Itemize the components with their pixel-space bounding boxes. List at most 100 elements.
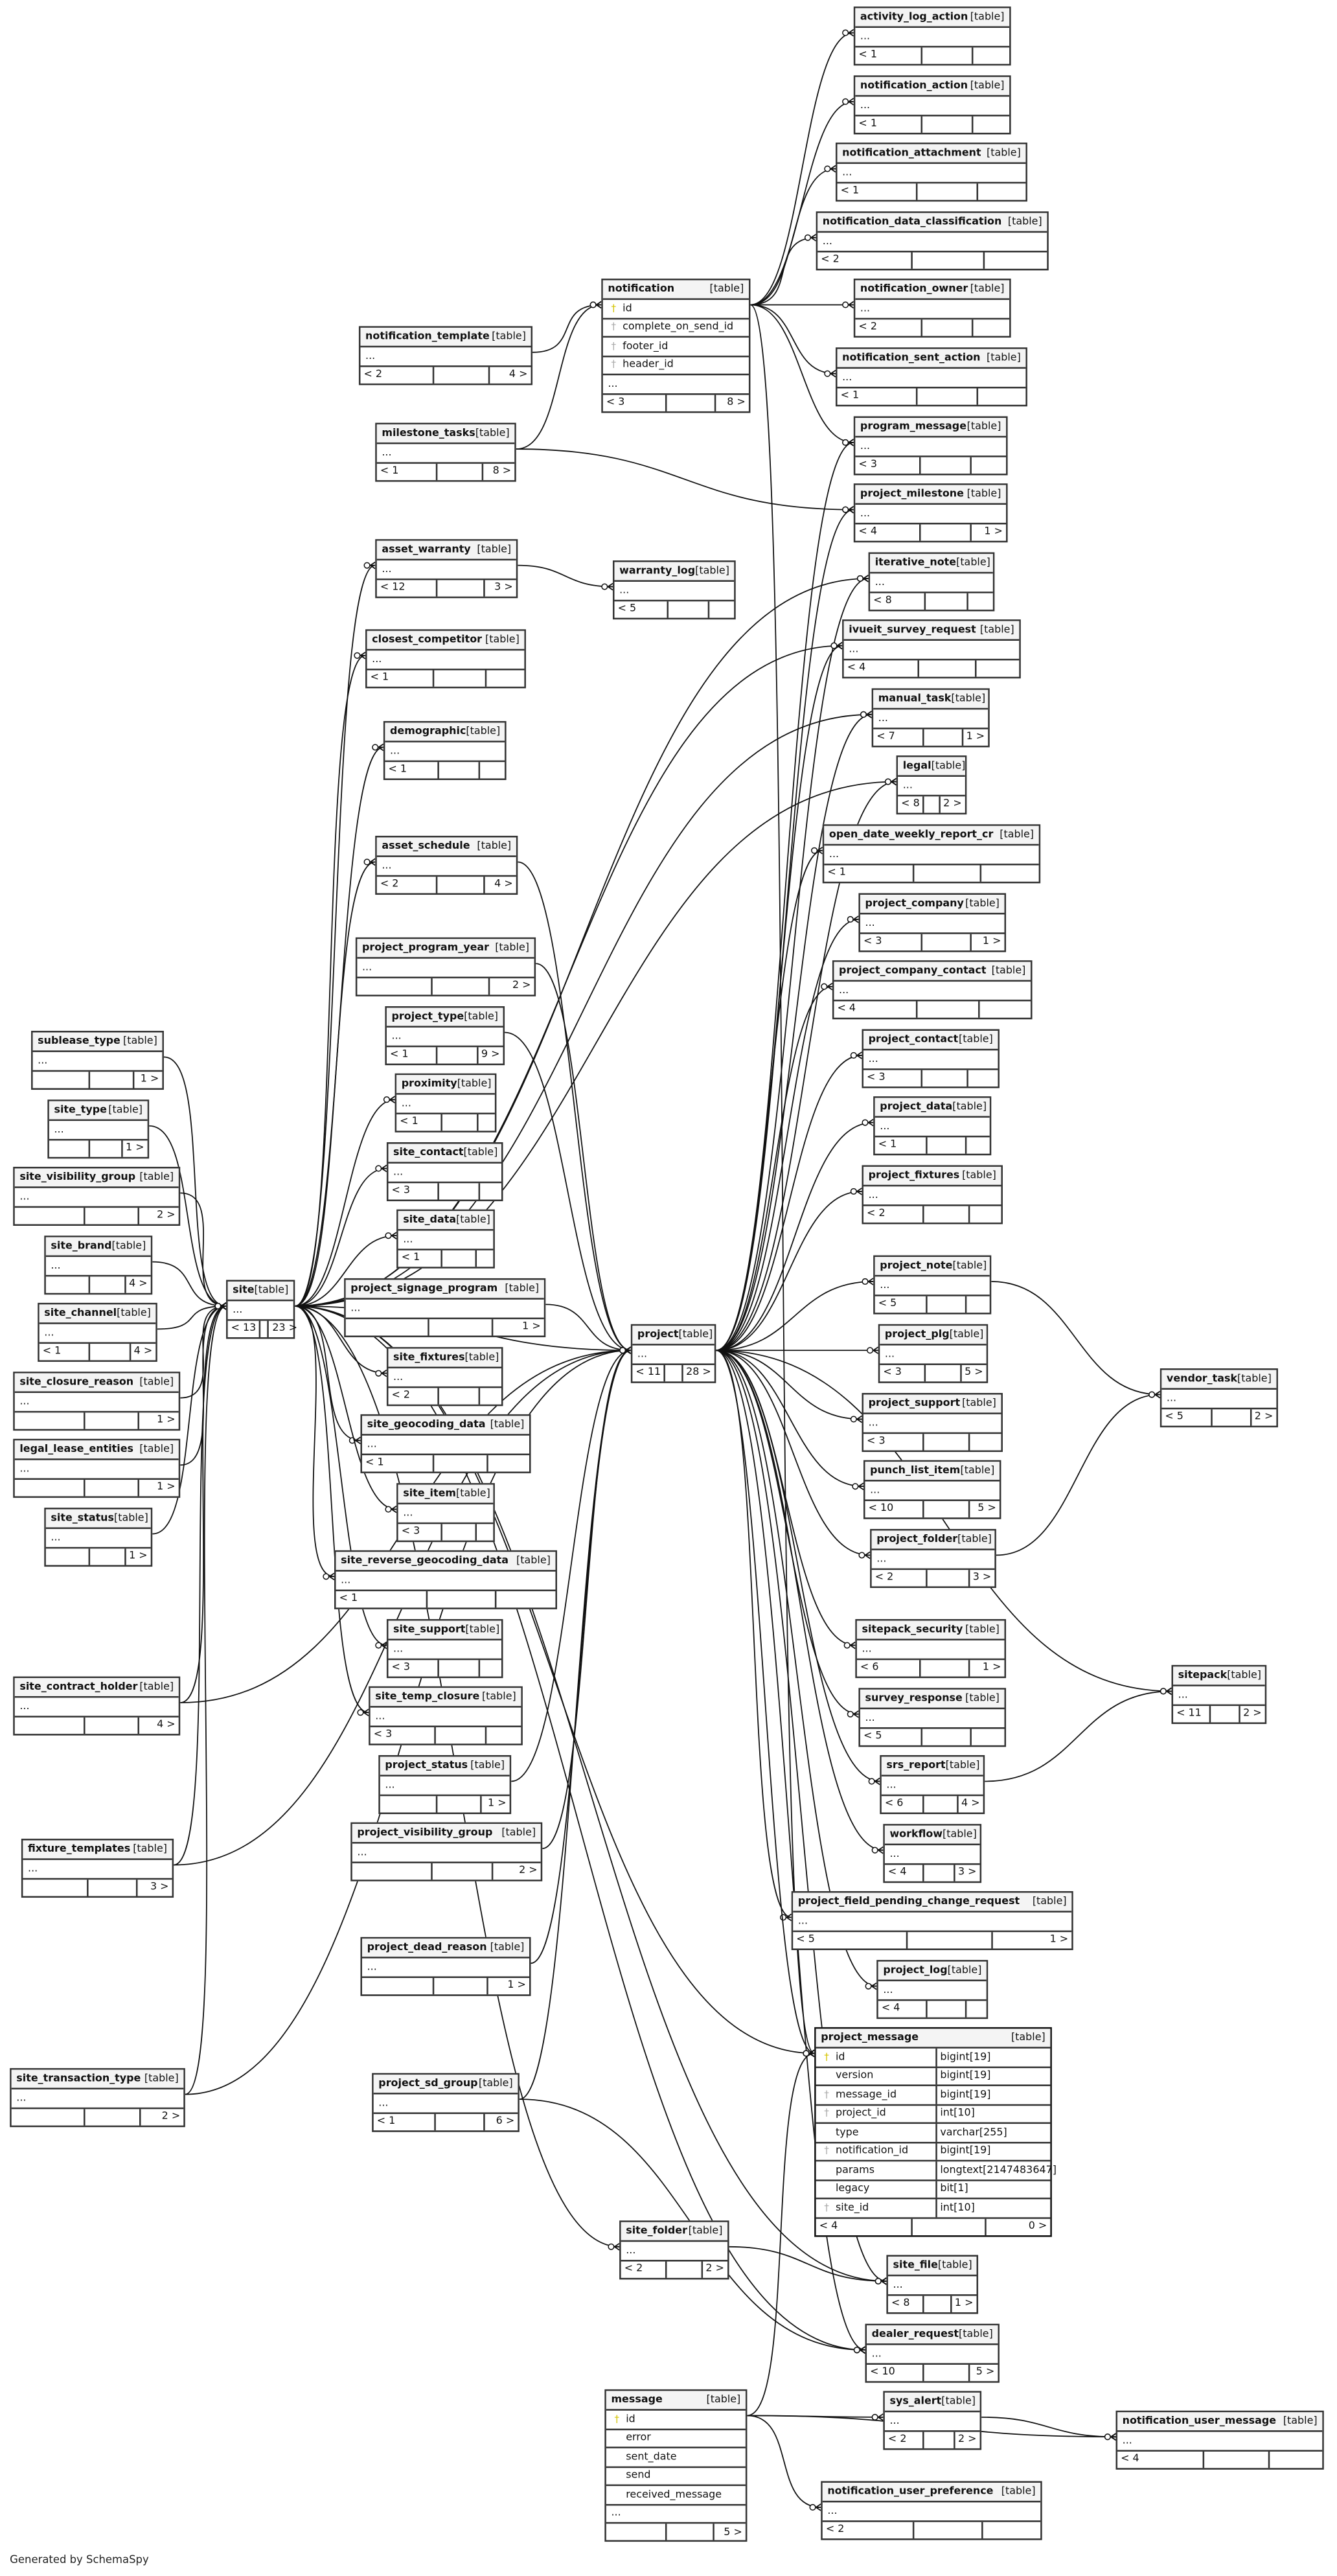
table-open-date-weekly-report-cr[interactable]: open_date_weekly_report_cr[table]...< 1 bbox=[822, 824, 1041, 883]
table-notification-action[interactable]: notification_action[table]...< 1 bbox=[853, 75, 1011, 134]
table-project-note[interactable]: project_note[table]...< 5 bbox=[873, 1255, 992, 1314]
table-survey-response[interactable]: survey_response[table]...< 5 bbox=[858, 1688, 1007, 1747]
table-notification-owner[interactable]: notification_owner[table]...< 2 bbox=[853, 278, 1011, 337]
table-project-data[interactable]: project_data[table]...< 1 bbox=[873, 1096, 992, 1155]
table-closest-competitor[interactable]: closest_competitor[table]...< 1 bbox=[365, 629, 526, 688]
column-type: int[10] bbox=[935, 2199, 1051, 2217]
footer-spacer bbox=[919, 1659, 971, 1676]
more-columns-row: ... bbox=[834, 982, 1031, 1001]
column-name: ... bbox=[385, 1779, 395, 1791]
table-project-company-contact[interactable]: project_company_contact[table]...< 4 bbox=[832, 960, 1033, 1019]
parent-count: < 3 bbox=[858, 459, 877, 470]
table-site-closure-reason[interactable]: site_closure_reason[table]...1 > bbox=[13, 1372, 181, 1430]
table-name: project_note bbox=[880, 1260, 953, 1272]
table-proximity[interactable]: proximity[table]...< 1 bbox=[394, 1073, 497, 1132]
table-project-dead-reason[interactable]: project_dead_reason[table]...1 > bbox=[360, 1937, 531, 1995]
table-site-support[interactable]: site_support[table]...< 3 bbox=[386, 1619, 503, 1677]
table-site-geocoding-data[interactable]: site_geocoding_data[table]...< 1 bbox=[360, 1414, 531, 1473]
table-legal-lease-entities[interactable]: legal_lease_entities[table]...1 > bbox=[13, 1438, 181, 1497]
column-row: †id bbox=[606, 2411, 746, 2430]
table-notification[interactable]: notification[table]†id†complete_on_send_… bbox=[601, 278, 751, 413]
more-columns-row: ... bbox=[376, 444, 515, 463]
table-site-data[interactable]: site_data[table]...< 1 bbox=[396, 1209, 495, 1268]
table-project-log[interactable]: project_log[table]...< 4 bbox=[876, 1960, 988, 2018]
table-site-visibility-group[interactable]: site_visibility_group[table]...2 > bbox=[13, 1166, 181, 1225]
table-site-transaction-type[interactable]: site_transaction_type[table]...2 > bbox=[10, 2068, 185, 2126]
table-project-field-pending-change-request[interactable]: project_field_pending_change_request[tab… bbox=[791, 1891, 1073, 1949]
table-project-signage-program[interactable]: project_signage_program[table]...1 > bbox=[344, 1278, 546, 1337]
table-notification-sent-action[interactable]: notification_sent_action[table]...< 1 bbox=[835, 347, 1027, 406]
footer-spacer bbox=[915, 1000, 981, 1017]
table-notification-user-preference[interactable]: notification_user_preference[table]...< … bbox=[821, 2481, 1042, 2540]
table-project-program-year[interactable]: project_program_year[table]...2 > bbox=[355, 937, 536, 996]
table-kind: [table] bbox=[937, 2260, 972, 2271]
table-site-temp-closure[interactable]: site_temp_closure[table]...< 3 bbox=[369, 1686, 523, 1745]
table-site-contact[interactable]: site_contact[table]...< 3 bbox=[386, 1142, 503, 1201]
parent-count: < 11 bbox=[635, 1366, 661, 1379]
relationship-site-proximity bbox=[295, 1099, 395, 1307]
table-site-contract-holder[interactable]: site_contract_holder[table]...4 > bbox=[13, 1676, 181, 1735]
table-sublease-type[interactable]: sublease_type[table]...1 > bbox=[31, 1030, 164, 1089]
table-site-type[interactable]: site_type[table]...1 > bbox=[47, 1099, 150, 1158]
table-project-fixtures[interactable]: project_fixtures[table]...< 2 bbox=[862, 1165, 1003, 1224]
table-fixture-templates[interactable]: fixture_templates[table]...3 > bbox=[21, 1838, 174, 1897]
table-project-visibility-group[interactable]: project_visibility_group[table]...2 > bbox=[350, 1822, 543, 1881]
table-activity-log-action[interactable]: activity_log_action[table]...< 1 bbox=[853, 6, 1011, 65]
table-site-reverse-geocoding-data[interactable]: site_reverse_geocoding_data[table]...< 1 bbox=[334, 1550, 557, 1609]
table-site-fixtures[interactable]: site_fixtures[table]...< 2 bbox=[386, 1347, 503, 1405]
footer-spacer bbox=[83, 1412, 139, 1429]
table-program-message[interactable]: program_message[table]...< 3 bbox=[853, 416, 1008, 475]
table-name: srs_report bbox=[886, 1760, 946, 1772]
child-count bbox=[1269, 2451, 1322, 2467]
table-warranty-log[interactable]: warranty_log[table]...< 5 bbox=[612, 560, 736, 619]
table-project-contact[interactable]: project_contact[table]...< 3 bbox=[862, 1029, 1000, 1088]
zero-or-many-marker bbox=[850, 1052, 857, 1059]
table-project-status[interactable]: project_status[table]...1 > bbox=[378, 1754, 512, 1813]
table-iterative-note[interactable]: iterative_note[table]...< 8 bbox=[868, 552, 995, 611]
table-notification-data-classification[interactable]: notification_data_classification[table].… bbox=[816, 211, 1049, 270]
table-kind: [table] bbox=[477, 544, 512, 556]
table-ivueit-survey-request[interactable]: ivueit_survey_request[table]...< 4 bbox=[842, 619, 1021, 678]
footer-spacer bbox=[433, 669, 488, 686]
table-notification-user-message[interactable]: notification_user_message[table]...< 4 bbox=[1115, 2410, 1324, 2469]
table-project-support[interactable]: project_support[table]...< 3 bbox=[862, 1392, 1003, 1451]
child-count: 3 > bbox=[494, 581, 513, 593]
table-demographic[interactable]: demographic[table]...< 1 bbox=[383, 720, 507, 779]
table-site-item[interactable]: site_item[table]...< 3 bbox=[396, 1483, 495, 1541]
table-site-brand[interactable]: site_brand[table]...4 > bbox=[44, 1236, 153, 1294]
table-site-status[interactable]: site_status[table]...1 > bbox=[44, 1508, 153, 1566]
table-notification-attachment[interactable]: notification_attachment[table]...< 1 bbox=[835, 143, 1027, 201]
parent-count: < 1 bbox=[400, 1116, 418, 1128]
table-name: project_folder bbox=[876, 1534, 958, 1546]
column-name: ... bbox=[860, 30, 871, 43]
child-count: 1 > bbox=[982, 1661, 1001, 1673]
